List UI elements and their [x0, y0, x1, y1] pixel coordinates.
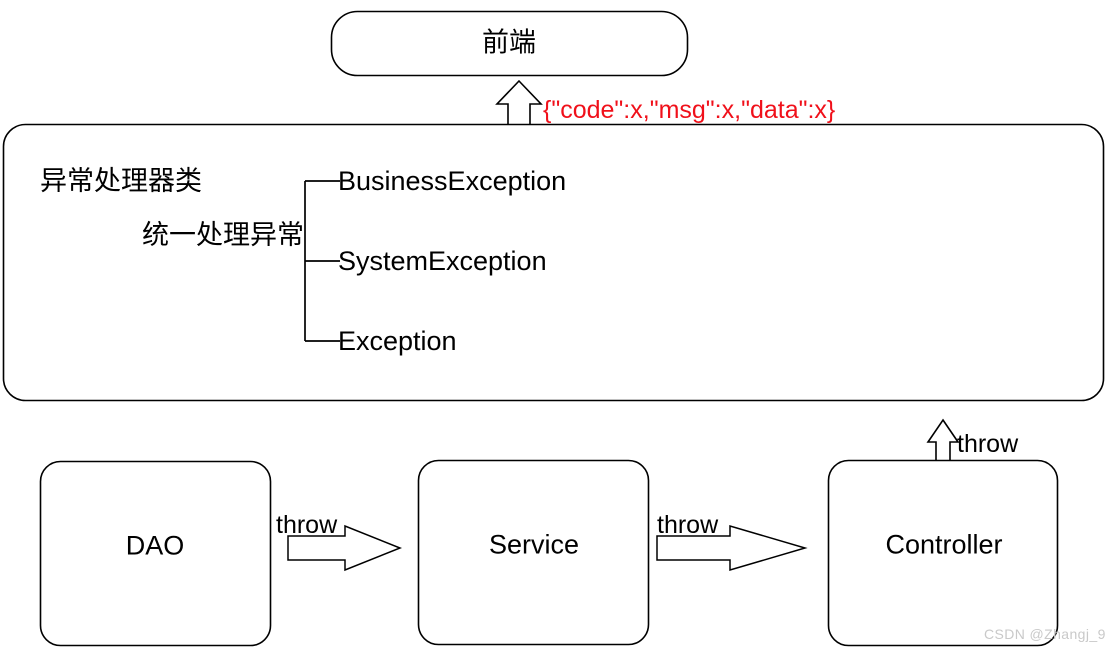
controller-box-label: Controller	[885, 529, 1003, 560]
controller-box-shape[interactable]	[827, 459, 1059, 647]
unified-exception-handling-label: 统一处理异常	[142, 220, 304, 250]
service-to-controller-arrow-shape	[656, 524, 808, 572]
throw-label-controller-handler: throw	[957, 430, 1019, 458]
throw-label-service-controller: throw	[657, 511, 719, 539]
throw-label-dao-service: throw	[276, 511, 338, 539]
frontend-box-shape[interactable]	[330, 10, 689, 77]
response-payload-label: {"code":x,"msg":x,"data":x}	[543, 96, 836, 124]
exception-handler-box-shape[interactable]	[2, 123, 1105, 402]
csdn-watermark: CSDN @Zhangj_9	[984, 626, 1106, 642]
dao-box-label: DAO	[125, 530, 185, 561]
exception-item-exception: Exception	[338, 326, 457, 356]
service-box-shape[interactable]	[417, 459, 650, 646]
dao-box-shape[interactable]	[39, 460, 272, 647]
dao-to-service-arrow-shape	[287, 524, 403, 572]
frontend-box-label: 前端	[482, 27, 536, 58]
service-box-label: Service	[488, 529, 580, 560]
exception-handler-class-label: 异常处理器类	[40, 166, 202, 196]
exception-item-system: SystemException	[338, 246, 547, 276]
exception-item-business: BusinessException	[338, 166, 567, 196]
controller-throw-arrow-shape	[926, 418, 960, 465]
